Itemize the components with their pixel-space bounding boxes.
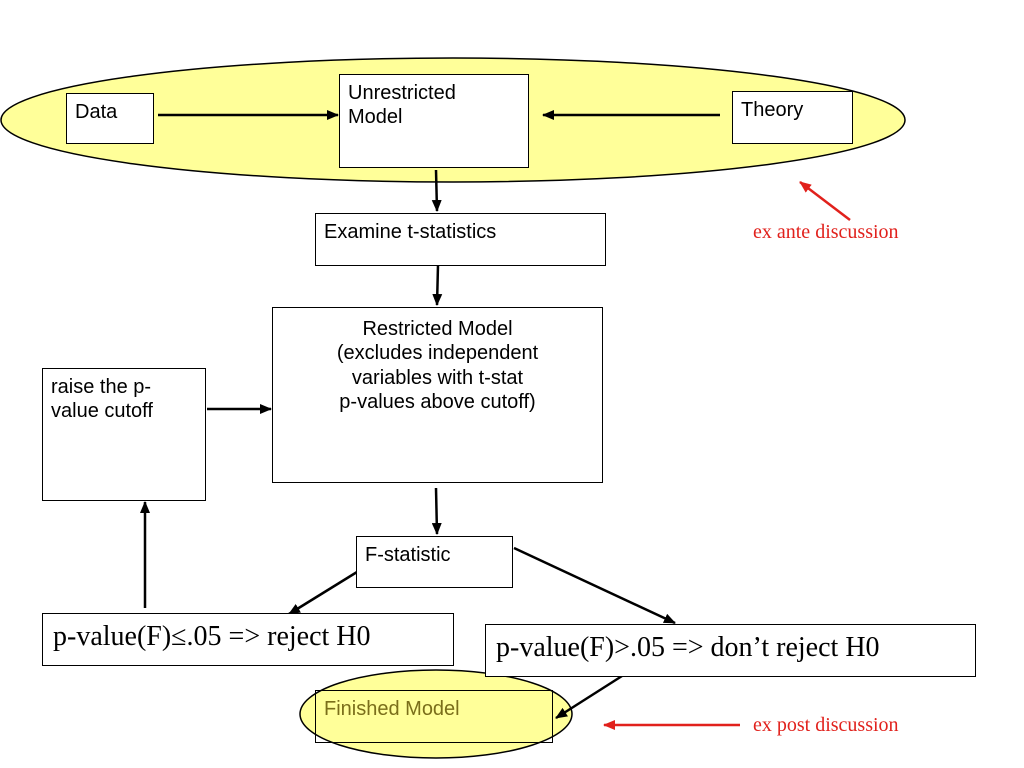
f-statistic-box: F-statistic [356, 536, 513, 588]
dont-reject-h0-label: p-value(F)>.05 => don’t reject H0 [496, 632, 880, 663]
examine-t-statistics-box: Examine t-statistics [315, 213, 606, 266]
f-statistic-label: F-statistic [365, 544, 451, 566]
data-box: Data [66, 93, 154, 144]
data-label: Data [75, 101, 118, 123]
reject-h0-label: p-value(F)≤.05 => reject H0 [53, 621, 371, 652]
unrestricted-model-label: Unrestricted Model [348, 82, 456, 129]
arrow-fstat-to-reject [288, 570, 358, 616]
ex-ante-note: ex ante discussion [753, 221, 899, 243]
finished-highlight-ellipse [299, 669, 573, 759]
arrow-examine-to-restricted [432, 264, 443, 306]
ex-post-note: ex post discussion [753, 714, 899, 736]
dont-reject-h0-box: p-value(F)>.05 => don’t reject H0 [485, 624, 976, 677]
raise-cutoff-box: raise the p- value cutoff [42, 368, 206, 501]
red-arrow-ex-ante [799, 181, 851, 221]
examine-t-statistics-label: Examine t-statistics [324, 221, 497, 243]
raise-cutoff-label: raise the p- value cutoff [51, 376, 153, 423]
finished-model-label: Finished Model [324, 698, 460, 720]
restricted-model-label: Restricted Model (excludes independent v… [336, 318, 539, 414]
arrow-fstat-to-dont-reject [513, 546, 676, 625]
theory-label: Theory [741, 99, 804, 121]
theory-box: Theory [732, 91, 853, 144]
arrow-dont-reject-to-finished [555, 674, 623, 720]
restricted-model-box: Restricted Model (excludes independent v… [272, 307, 603, 483]
unrestricted-model-box: Unrestricted Model [339, 74, 529, 168]
arrow-restricted-to-fstat [431, 487, 442, 535]
arrow-unrestricted-to-examine [431, 169, 442, 212]
finished-model-box: Finished Model [315, 690, 553, 743]
reject-h0-box: p-value(F)≤.05 => reject H0 [42, 613, 454, 666]
